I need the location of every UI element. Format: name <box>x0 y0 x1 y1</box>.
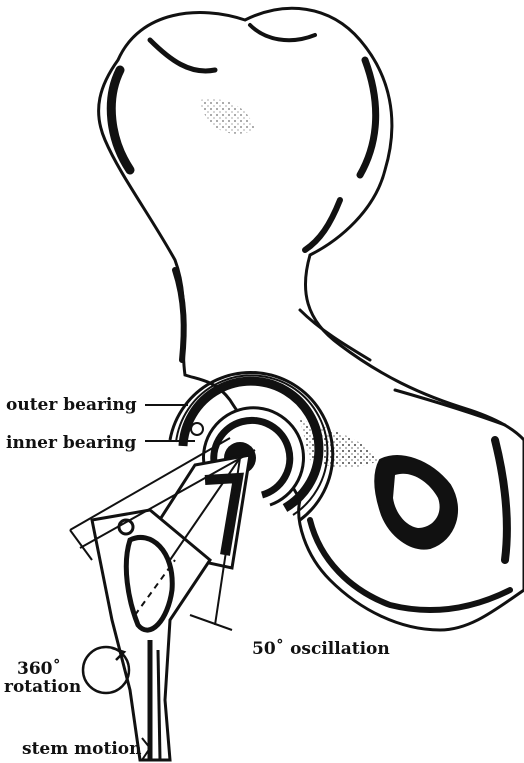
rotation-word-text: rotation <box>4 678 74 696</box>
rotation-label: 360˚ rotation <box>4 660 74 696</box>
outer-bearing-label: outer bearing <box>6 396 137 414</box>
inner-bearing-label: inner bearing <box>6 434 136 452</box>
stem-motion-label: stem motion <box>22 740 141 758</box>
rotation-degree-text: 360˚ <box>4 660 74 678</box>
oscillation-label: 50˚ oscillation <box>252 640 390 658</box>
femoral-stem <box>92 455 250 760</box>
